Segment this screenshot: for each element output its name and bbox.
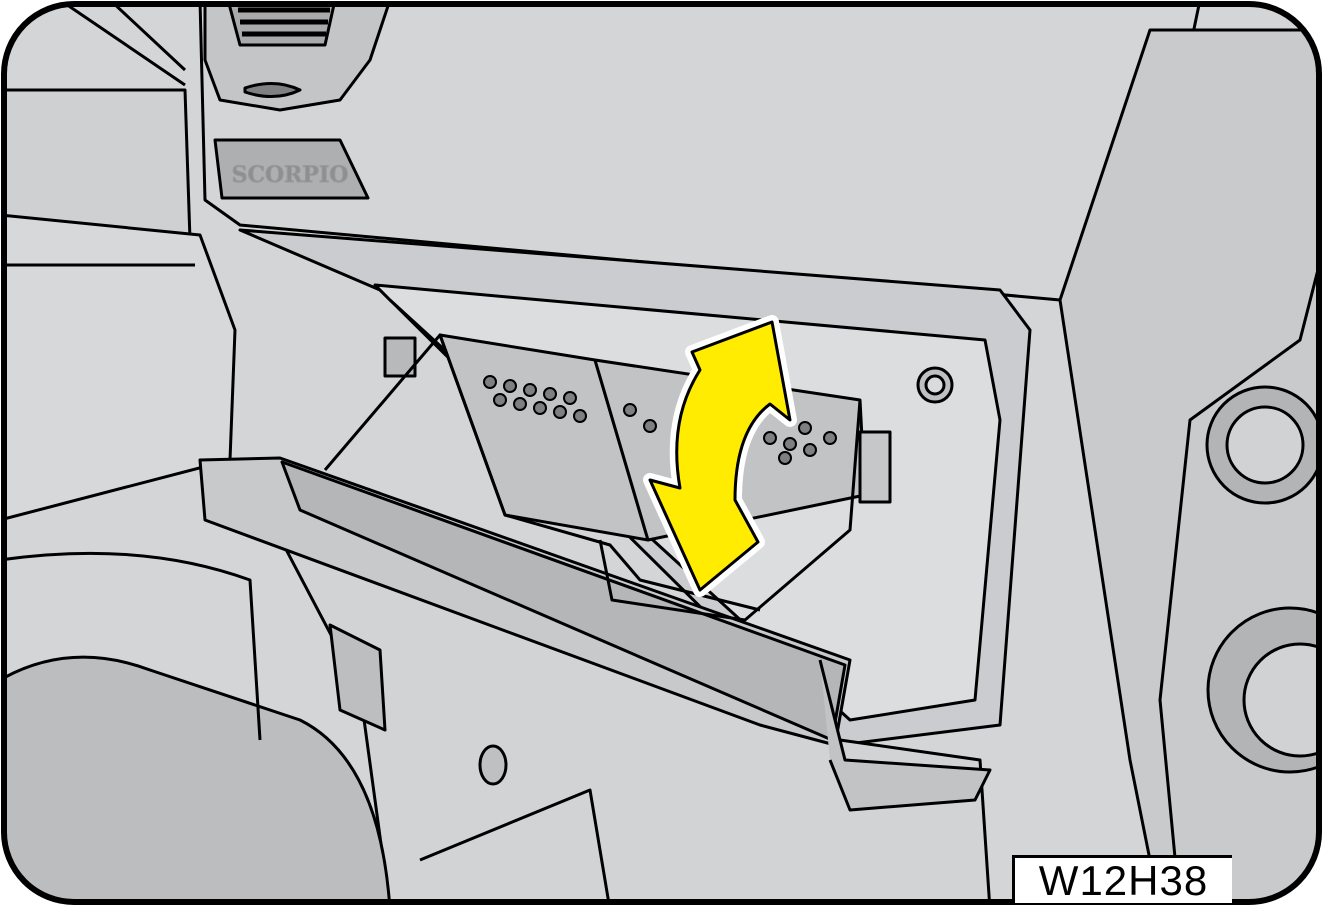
badge-lettering: SCORPIO xyxy=(232,162,349,188)
curved-double-arrow-icon xyxy=(643,315,797,597)
filter-holes xyxy=(483,375,837,465)
scorpio-badge xyxy=(213,138,370,200)
vent-icon xyxy=(238,7,330,37)
seat xyxy=(4,655,392,902)
figure-code: W12H38 xyxy=(1012,855,1232,904)
